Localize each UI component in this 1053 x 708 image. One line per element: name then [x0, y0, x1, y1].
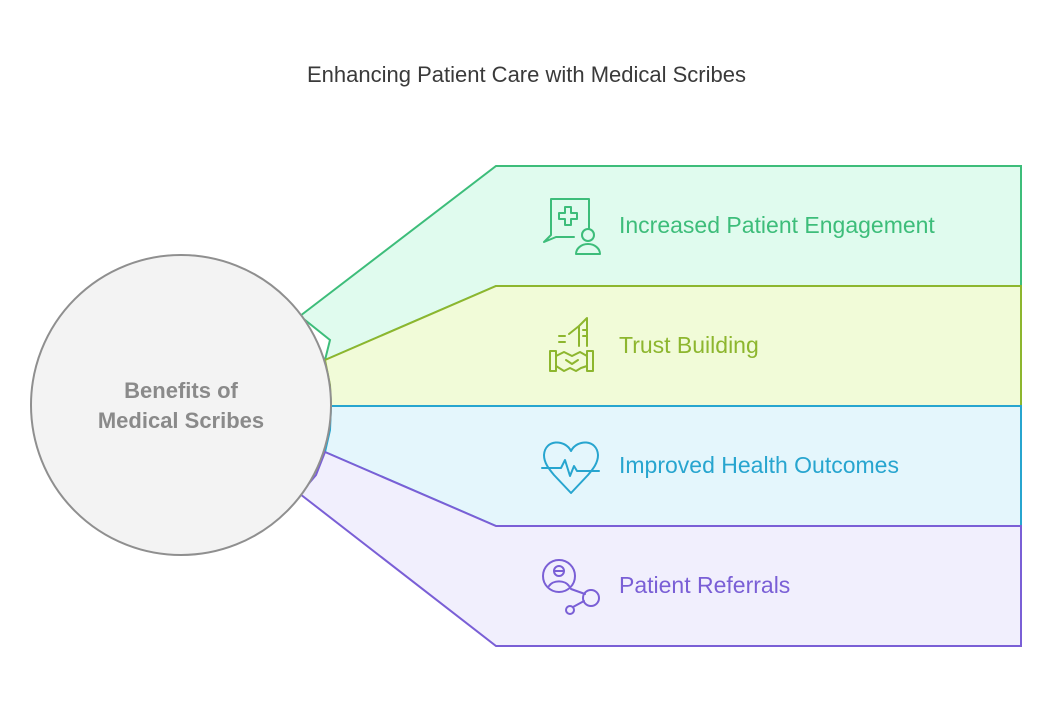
center-label-line1: Benefits of: [124, 378, 238, 403]
user-network-icon: [542, 559, 600, 615]
band-patient-referrals: [298, 450, 1022, 647]
medical-chat-user-icon: [543, 198, 601, 255]
handshake-building-icon: [549, 317, 594, 372]
diagram-title: Enhancing Patient Care with Medical Scri…: [306, 62, 746, 87]
center-circle: [30, 254, 332, 556]
label-trust-building: Trust Building: [619, 332, 759, 358]
center-label-line2: Medical Scribes: [97, 408, 265, 433]
heart-pulse-icon: [541, 441, 600, 494]
label-increased-patient-engagement: Increased Patient Engagement: [619, 212, 935, 238]
label-improved-health-outcomes: Improved Health Outcomes: [619, 452, 899, 478]
center-label: Benefits of Medical Scribes: [61, 376, 301, 436]
label-patient-referrals: Patient Referrals: [619, 572, 791, 598]
